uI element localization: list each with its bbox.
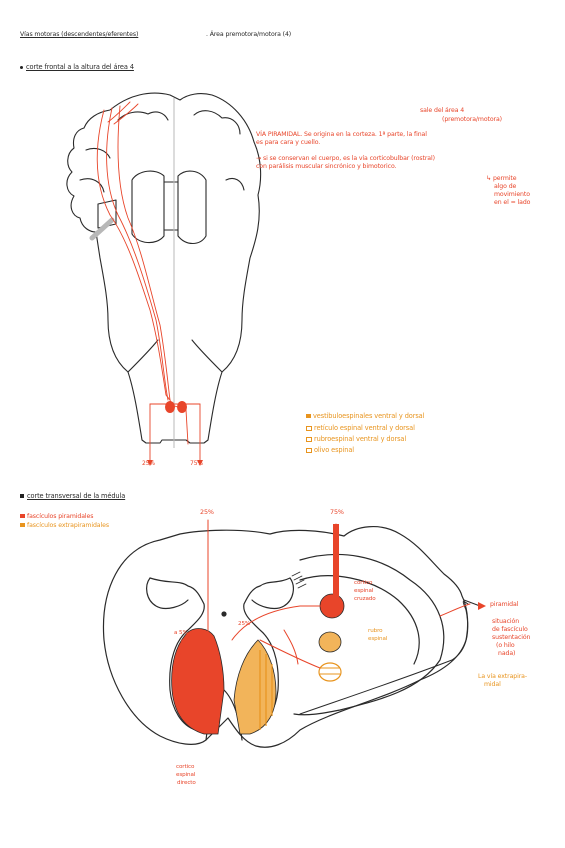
bullet-icon <box>20 65 23 69</box>
legend-orange-text: fascículos extrapiramidales <box>27 522 109 529</box>
percent-right-frontal: 75% <box>190 460 204 467</box>
header-title: Vías motoras (descendentes/eferentes) <box>20 31 139 38</box>
square-icon <box>20 514 25 518</box>
side-note-1: ↳ permite <box>486 175 517 182</box>
lateral-label-1: cortico <box>354 580 373 586</box>
pyramidal-desc-1: VÍA PIRAMIDAL. Se origina en la corteza.… <box>256 131 427 138</box>
situation-3: sustentación <box>492 634 531 641</box>
piramidal-label: piramidal <box>490 601 519 608</box>
situation-4: (o hilo <box>496 642 515 649</box>
direct-label-3: directo <box>177 780 196 786</box>
situation-1: situación <box>492 618 520 625</box>
pyramidal-tract-frontal <box>96 101 201 463</box>
lateral-label-3: cruzado <box>354 596 376 602</box>
legend-red-text: fascículos piramidales <box>27 513 94 520</box>
lateral-corticospinal-circle <box>319 593 345 619</box>
square-icon <box>20 523 25 527</box>
side-note-3: movimiento <box>494 191 530 198</box>
internal-capsule-mark <box>89 217 115 241</box>
anterior-corticospinal-block <box>171 628 225 735</box>
bullet-icon <box>20 494 24 498</box>
situation-2: de fascículo <box>492 626 528 633</box>
transverse-section-heading: corte transversal de la médula <box>20 492 126 501</box>
square-icon <box>306 414 311 418</box>
extrapyramidal-note-1: La vía extrapira- <box>478 673 527 680</box>
square-icon <box>306 425 312 431</box>
arrow-heads-frontal <box>147 460 203 466</box>
extrapyramidal-circle <box>318 662 342 682</box>
extrapyramidal-item-3-text: rubroespinal ventral y dorsal <box>314 435 407 443</box>
header-title-suffix: . Área premotora/motora (4) <box>206 31 292 38</box>
pyramids-medulla <box>165 401 187 413</box>
extrapyramidal-note-2: midal <box>484 681 501 688</box>
spinal-cord-transverse <box>102 526 481 748</box>
ventral-extrapyramidal-block <box>233 639 277 735</box>
percent-top-right: 75% <box>330 508 344 516</box>
extrapyramidal-item-4-text: olivo espinal <box>314 446 354 454</box>
side-note-2: algo de <box>494 183 517 190</box>
percent-small-1: a 5% <box>174 630 188 636</box>
percent-small-2: 25% <box>238 621 251 627</box>
extrapyramidal-item-1: vestibuloespinales ventral y dorsal <box>306 412 425 421</box>
brain-frontal-section <box>66 92 262 444</box>
side-note-4: en el = lado <box>494 199 531 206</box>
pyramidal-desc-2: es para cara y cuello. <box>256 139 321 146</box>
area-note-2: (premotora/motora) <box>442 116 502 123</box>
frontal-section-heading: corte frontal a la altura del área 4 <box>20 63 134 72</box>
legend-orange: fascículos extrapiramidales <box>20 522 109 529</box>
pyramidal-desc-4: con parálisis muscular sincrónico y bimo… <box>256 163 397 170</box>
percent-left-frontal: 25% <box>142 460 156 467</box>
situation-5: nada) <box>498 650 516 657</box>
percent-top-left: 25% <box>200 508 214 516</box>
square-icon <box>306 436 312 442</box>
extrapyramidal-item-1-text: vestibuloespinales ventral y dorsal <box>313 412 425 420</box>
transverse-heading-text: corte transversal de la médula <box>27 492 126 500</box>
extrapyramidal-item-2: retículo espinal ventral y dorsal <box>306 424 415 433</box>
extrapyramidal-item-4: olivo espinal <box>306 446 354 455</box>
direct-label-1: cortico <box>176 764 195 770</box>
area-note-1: sale del área 4 <box>420 107 465 114</box>
legend-red: fascículos piramidales <box>20 513 93 520</box>
rubrospinal-circle <box>318 631 342 653</box>
crossed-tract-bar <box>333 524 339 600</box>
lateral-label-2: espinal <box>354 588 374 594</box>
frontal-heading-text: corte frontal a la altura del área 4 <box>26 63 134 71</box>
extrapyramidal-item-2-text: retículo espinal ventral y dorsal <box>314 424 415 432</box>
pyramidal-desc-3: → si se conservan el cuerpo, es la vía c… <box>256 155 435 162</box>
extrapyramidal-item-3: rubroespinal ventral y dorsal <box>306 435 407 444</box>
square-icon <box>306 447 312 453</box>
rubro-label-2: espinal <box>368 636 388 642</box>
direct-label-2: espinal <box>176 772 196 778</box>
rubro-label-1: rubro <box>368 628 383 634</box>
